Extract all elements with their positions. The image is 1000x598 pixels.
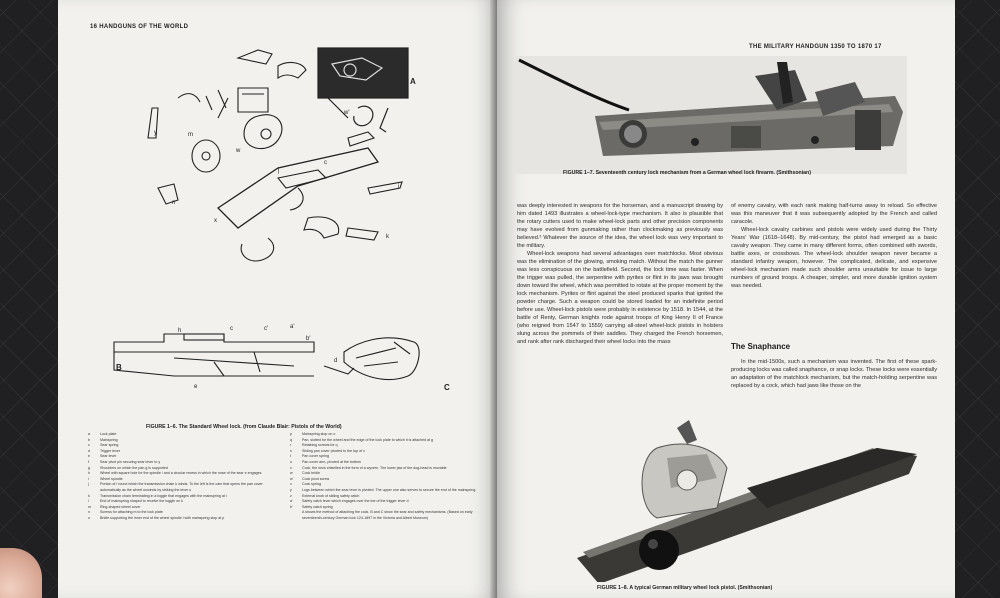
figure-1-6-caption: FIGURE 1–6. The Standard Wheel lock. (fr…	[146, 424, 342, 430]
diagram-label-w2: w'	[343, 110, 349, 116]
diagram-label-n: n	[172, 200, 175, 206]
diagram-label-i: i	[398, 184, 399, 190]
legend-item: a'Safety catch lever which engages over …	[290, 499, 409, 504]
right-page: THE MILITARY HANDGUN 1350 TO 1870 17 FIG…	[497, 0, 955, 598]
diagram-label-j: j	[277, 168, 279, 174]
paragraph: In the mid-1500s, such a mechanism was i…	[731, 359, 937, 389]
diagram-label-m: m	[188, 132, 193, 138]
figure-1-8-photo	[577, 420, 917, 582]
left-page-header: 16 HANDGUNS OF THE WORLD	[90, 24, 189, 30]
section-label-h: h	[178, 328, 181, 334]
wheel-lock-section-diagram: B C c c' a' b' d e h	[113, 324, 450, 392]
wheel-lock-exploded-diagram: A m w c j w' n x k i y	[147, 47, 416, 262]
legend-item: b'Safety catch spring	[290, 504, 333, 509]
legend-item: A shows the method of attaching the cock…	[302, 510, 473, 520]
text-column-2: of enemy cavalry, with each rank making …	[731, 202, 937, 290]
diagram-label-c: c	[324, 160, 327, 166]
figure-1-7-caption: FIGURE 1–7. Seventeenth century lock mec…	[563, 170, 811, 176]
section-label-c2: c'	[264, 326, 268, 332]
figure-1-7-photo	[515, 56, 907, 174]
section-label-e: e	[194, 384, 198, 390]
diagram-label-k: k	[386, 234, 390, 240]
paragraph: Wheel-lock cavalry carbines and pistols …	[731, 227, 937, 289]
text-column-2-continued: In the mid-1500s, such a mechanism was i…	[731, 358, 937, 390]
right-page-header: THE MILITARY HANDGUN 1350 TO 1870 17	[749, 44, 882, 50]
section-label-B: B	[116, 363, 122, 372]
paragraph: Wheel-lock weapons had several advantage…	[517, 251, 723, 345]
diagram-label-y: y	[154, 130, 157, 136]
paragraph: was deeply interested in weapons for the…	[517, 203, 723, 249]
left-page: 16 HANDGUNS OF THE WORLD	[58, 0, 498, 598]
section-label-d: d	[334, 358, 337, 364]
paragraph: of enemy cavalry, with each rank making …	[731, 203, 937, 225]
diagram-label-w: w	[235, 148, 241, 154]
section-label-C: C	[444, 383, 450, 392]
section-heading: The Snaphance	[731, 342, 791, 351]
diagram-label-A: A	[410, 77, 416, 86]
text-column-1: was deeply interested in weapons for the…	[517, 202, 723, 346]
section-label-c: c	[230, 326, 233, 332]
legend-item: w'Cock pivot screw	[290, 476, 330, 481]
section-label-a2: a'	[290, 324, 294, 330]
diagram-label-x: x	[214, 218, 217, 224]
figure-1-8-caption: FIGURE 1–8. A typical German military wh…	[597, 585, 773, 591]
section-label-b2: b'	[306, 336, 310, 342]
